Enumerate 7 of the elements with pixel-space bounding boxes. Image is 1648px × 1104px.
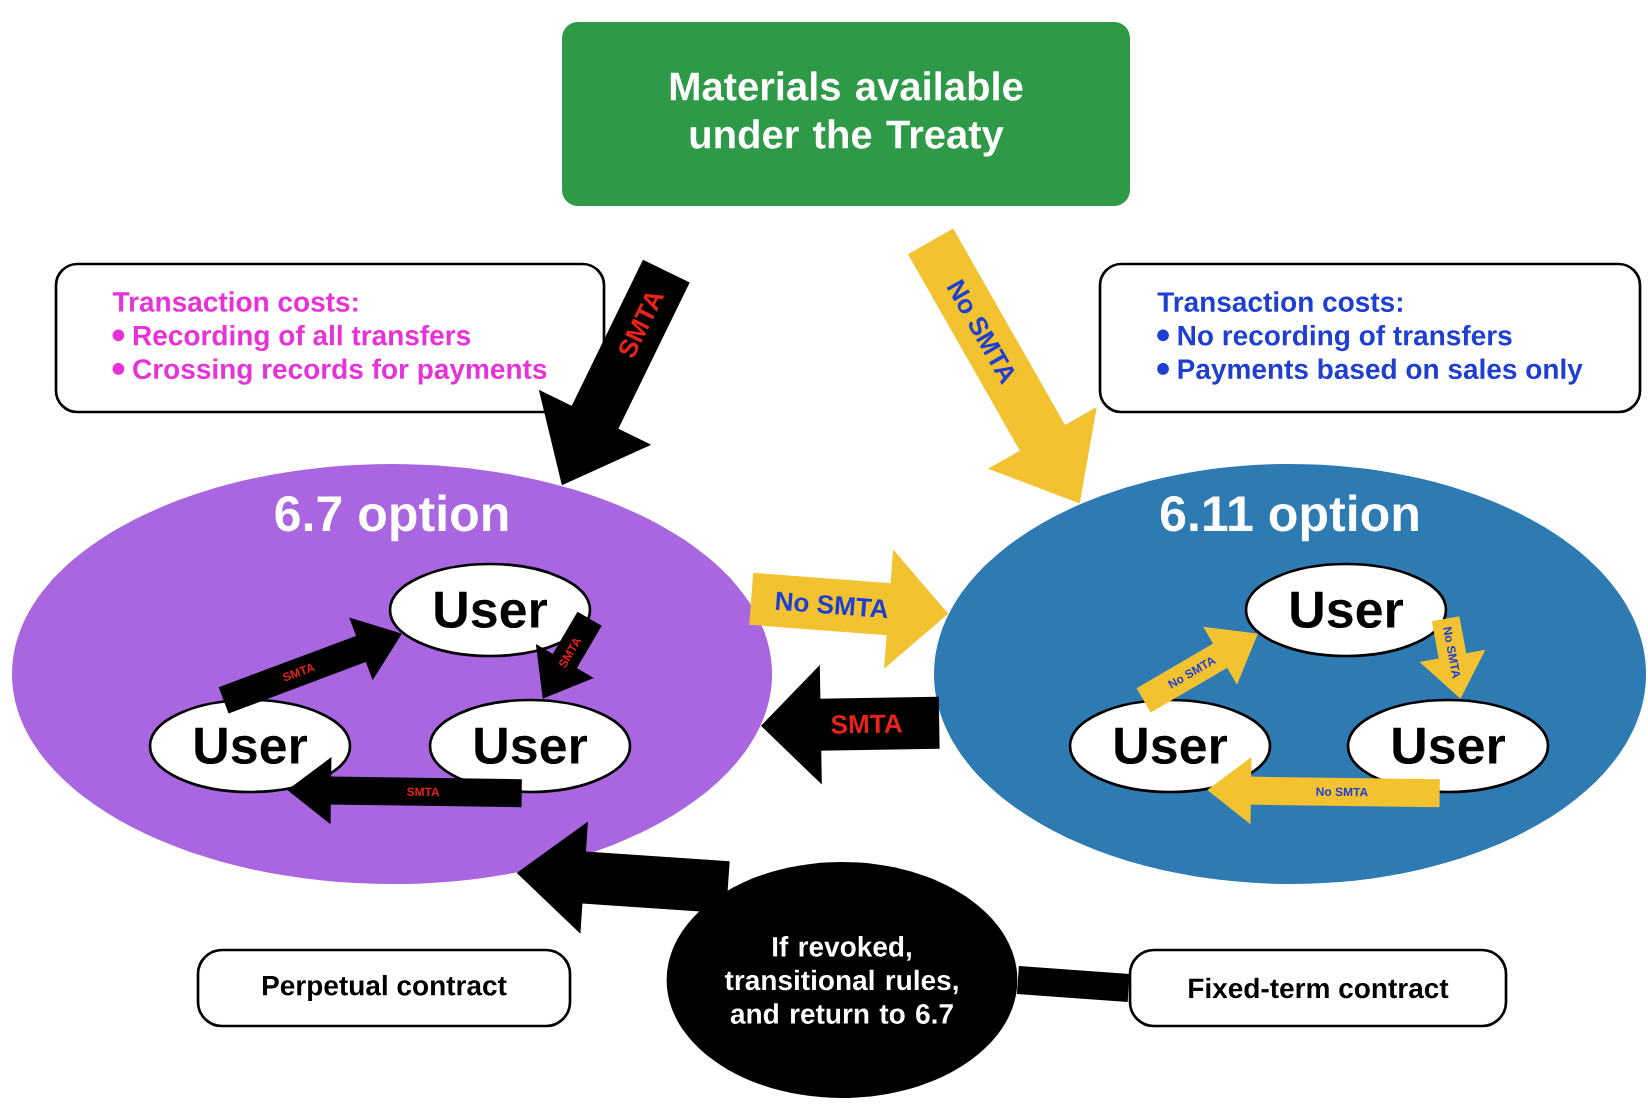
contract-box: Perpetual contract	[196, 948, 572, 1028]
note-box: Transaction costs: No recording of transfers Payments based on sales only	[1098, 262, 1642, 414]
note-box: Transaction costs: Recording of all transfers Crossing records for payments	[54, 262, 606, 414]
contract-box: Fixed-term contract	[1128, 948, 1508, 1028]
title-box: Materials available under the Treaty	[562, 22, 1130, 206]
edge-label: No SMTA	[775, 591, 888, 619]
edge-label: SMTA	[831, 714, 903, 734]
